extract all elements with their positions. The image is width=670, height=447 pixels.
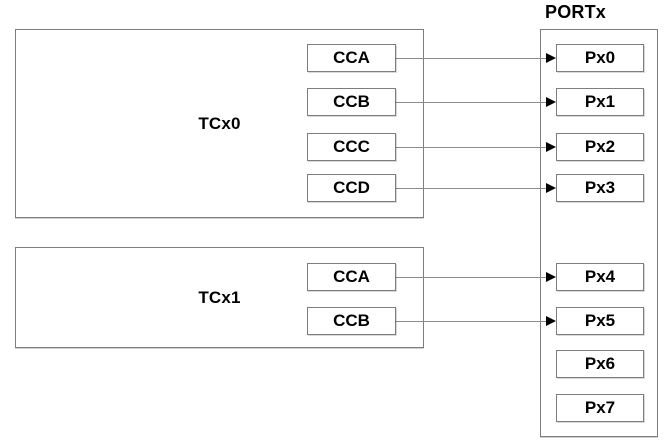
arrow-right-icon <box>546 97 556 107</box>
pin-box-px0: Px0 <box>556 44 644 72</box>
arrow-right-icon <box>546 183 556 193</box>
channel-box-tcx1-ccb: CCB <box>307 307 396 335</box>
port-title: PORTx <box>545 2 607 22</box>
connector-tcx0-cca-px0 <box>396 53 556 63</box>
channel-box-tcx0-ccc: CCC <box>307 133 396 161</box>
connector-tcx1-cca-px4 <box>396 272 556 282</box>
channel-box-tcx0-cca: CCA <box>307 44 396 72</box>
pin-box-px2: Px2 <box>556 133 644 161</box>
pin-box-px5: Px5 <box>556 307 644 335</box>
arrow-right-icon <box>546 272 556 282</box>
connector-line <box>396 147 547 148</box>
connector-tcx1-ccb-px5 <box>396 316 556 326</box>
connector-line <box>396 277 547 278</box>
timer-tcx1-label: TCx1 <box>198 287 241 307</box>
connector-line <box>396 102 547 103</box>
arrow-right-icon <box>546 142 556 152</box>
arrow-right-icon <box>546 53 556 63</box>
connector-tcx0-ccc-px2 <box>396 142 556 152</box>
pin-box-px7: Px7 <box>556 394 644 422</box>
pin-box-px4: Px4 <box>556 263 644 291</box>
pin-box-px3: Px3 <box>556 174 644 202</box>
channel-box-tcx0-ccb: CCB <box>307 88 396 116</box>
connector-line <box>396 188 547 189</box>
arrow-right-icon <box>546 316 556 326</box>
connector-tcx0-ccd-px3 <box>396 183 556 193</box>
channel-box-tcx1-cca: CCA <box>307 263 396 291</box>
timer-tcx0-label: TCx0 <box>198 113 241 133</box>
pin-box-px1: Px1 <box>556 88 644 116</box>
channel-box-tcx0-ccd: CCD <box>307 174 396 202</box>
connector-line <box>396 321 547 322</box>
connector-tcx0-ccb-px1 <box>396 97 556 107</box>
pin-box-px6: Px6 <box>556 350 644 378</box>
connector-line <box>396 58 547 59</box>
